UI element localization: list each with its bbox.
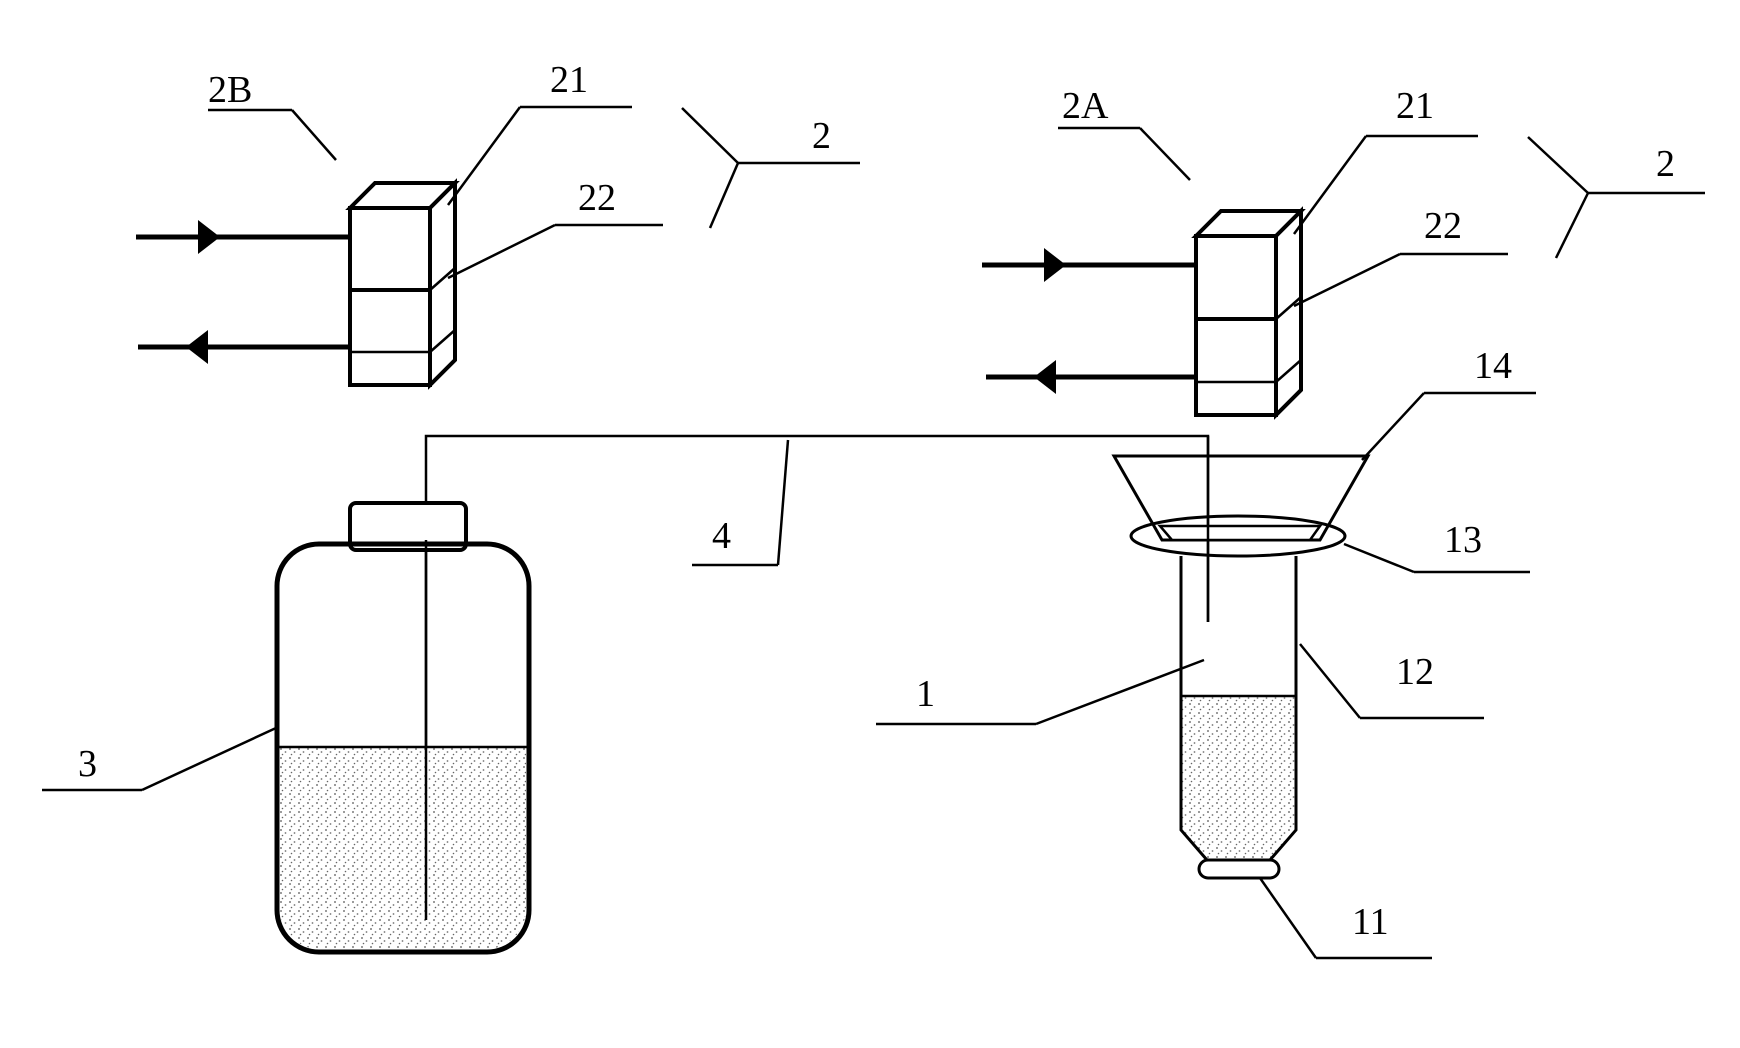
label-22-left: 22 (578, 177, 616, 219)
label-2b: 2B (208, 69, 252, 111)
label-2-left: 2 (812, 115, 831, 157)
label-22-right: 22 (1424, 205, 1462, 247)
bottle-liquid-top (280, 747, 526, 807)
inlet-arrow-head-right (1044, 248, 1066, 282)
block-22-left (350, 290, 430, 385)
module-2b: 2B 21 22 2 (136, 59, 860, 385)
block-side-face-right (1276, 211, 1301, 415)
module-2a: 2A 21 22 2 (982, 85, 1705, 415)
column-packing (1181, 696, 1296, 860)
block-21-left (350, 208, 430, 290)
outlet-arrow-head-left (186, 330, 208, 364)
label-12: 12 (1396, 651, 1434, 693)
label-21-right: 21 (1396, 85, 1434, 127)
outlet-11 (1199, 860, 1279, 878)
bottle-3: 3 (42, 503, 529, 952)
block-21-right (1196, 236, 1276, 319)
inlet-arrow-head-left (198, 220, 220, 254)
label-13: 13 (1444, 519, 1482, 561)
tube-4: 4 (426, 436, 1208, 920)
label-14: 14 (1474, 345, 1512, 387)
label-1: 1 (916, 673, 935, 715)
outlet-arrow-head-right (1034, 360, 1056, 394)
label-2-right: 2 (1656, 143, 1675, 185)
block-side-face-left (430, 183, 455, 385)
block-22-right (1196, 319, 1276, 415)
label-21-left: 21 (550, 59, 588, 101)
label-3: 3 (78, 743, 97, 785)
label-11: 11 (1352, 901, 1389, 943)
label-4: 4 (712, 515, 731, 557)
label-2a: 2A (1062, 85, 1109, 127)
